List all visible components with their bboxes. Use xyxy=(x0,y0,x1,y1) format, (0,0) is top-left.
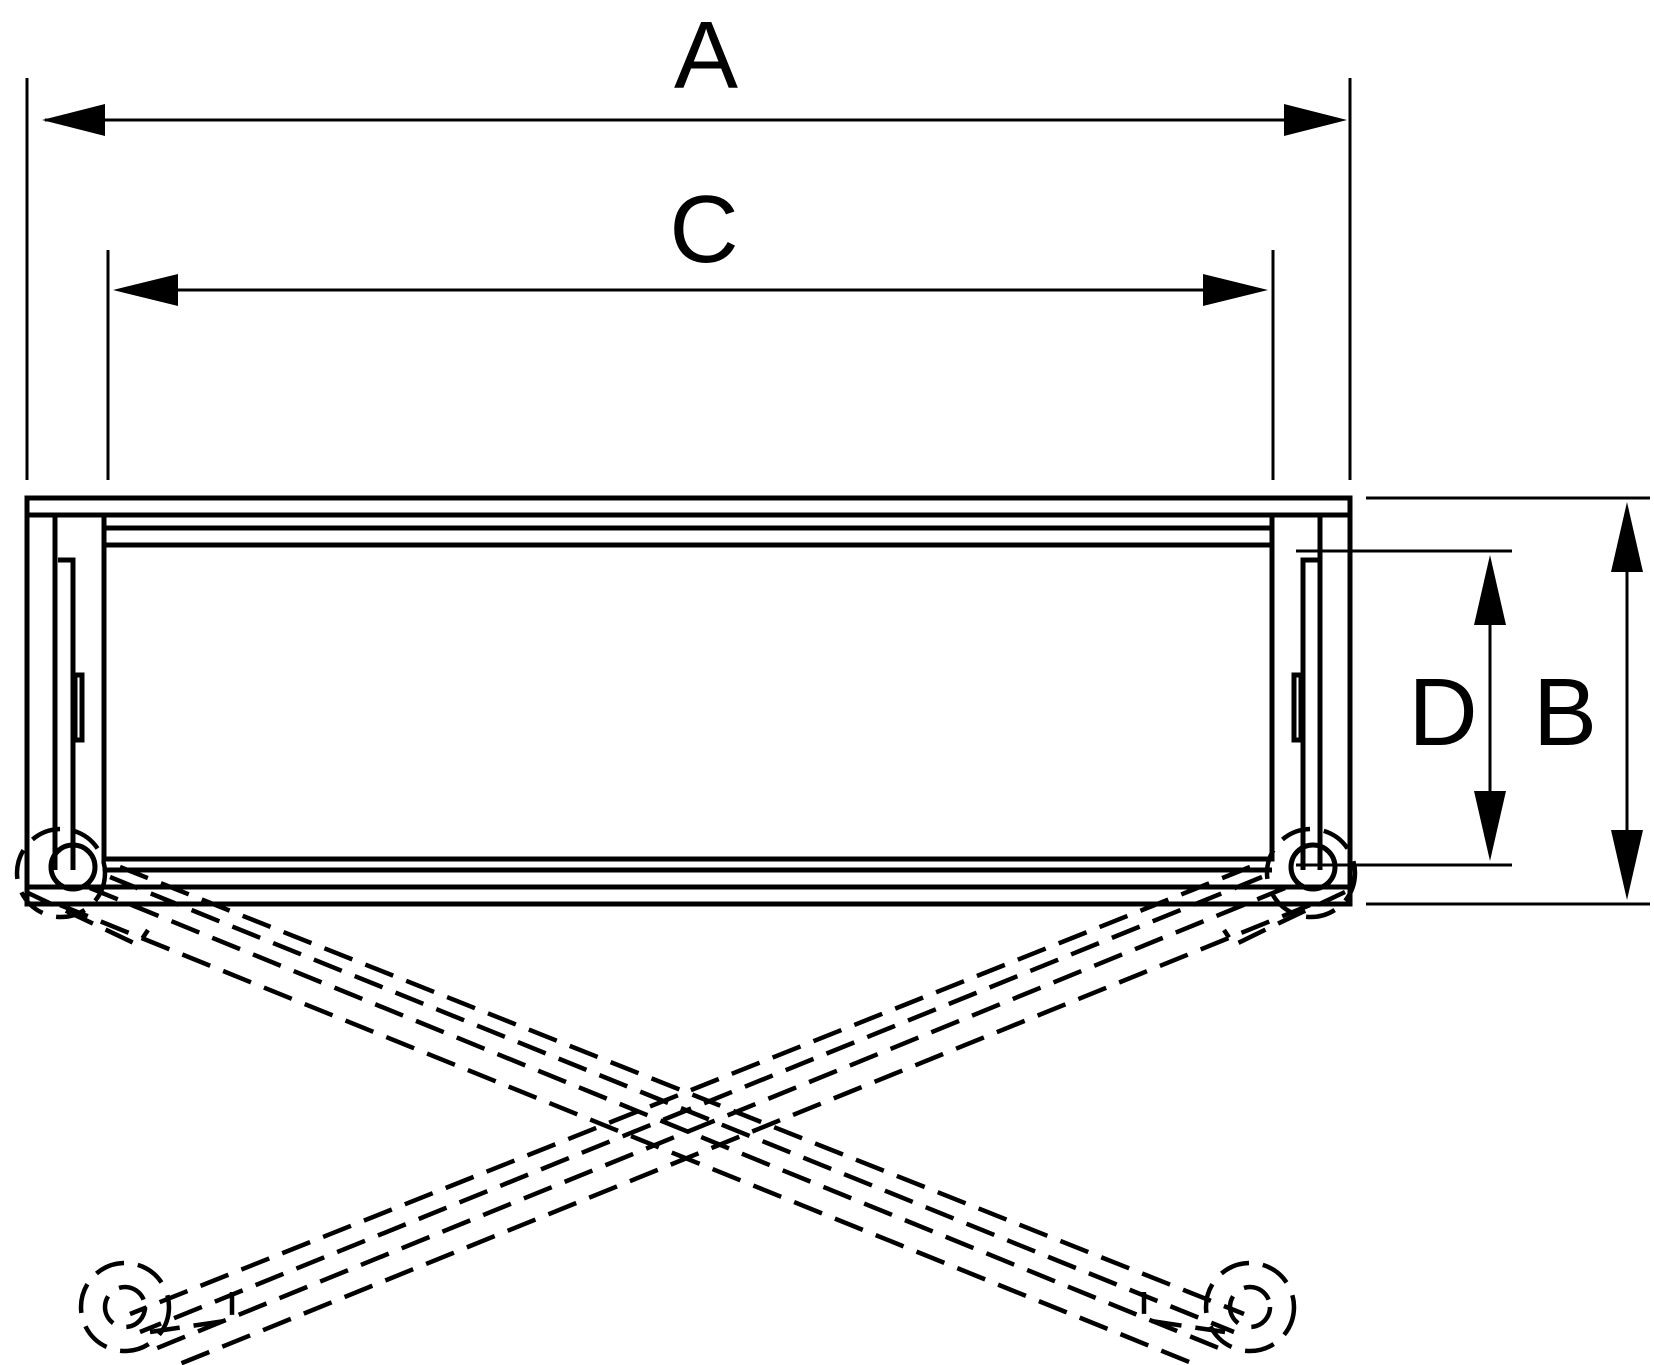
left-end-pivot xyxy=(78,1260,235,1354)
dimension-label-c: C xyxy=(669,176,738,283)
dimension-label-b: B xyxy=(1533,659,1597,766)
arrowhead-left xyxy=(42,104,105,136)
arrowhead-up xyxy=(1474,555,1506,625)
arrowhead-left xyxy=(113,274,178,306)
right-end-pivot xyxy=(1141,1260,1297,1354)
right-arm-open xyxy=(129,864,1346,1365)
right-pivot xyxy=(1288,842,1338,892)
arrowhead-down xyxy=(1611,830,1643,900)
left-pivot xyxy=(48,842,98,892)
right-hinge xyxy=(1288,557,1338,892)
dimension-a: A xyxy=(25,2,1352,480)
pivot-swing-circle-left xyxy=(14,826,108,920)
dimension-c: C xyxy=(106,176,1275,480)
dimension-b: B xyxy=(1366,496,1650,906)
left-arm-open xyxy=(25,864,1245,1365)
dimension-d: D xyxy=(1296,549,1512,867)
pivot-swing-circle-right xyxy=(1264,826,1358,920)
left-hinge xyxy=(48,557,98,892)
arrowhead-up xyxy=(1611,502,1643,572)
arrowhead-down xyxy=(1474,791,1506,861)
dimension-label-a: A xyxy=(674,2,738,109)
dimension-label-d: D xyxy=(1408,659,1477,766)
arrowhead-right xyxy=(1203,274,1268,306)
frame xyxy=(24,495,1353,907)
arrowhead-right xyxy=(1284,104,1347,136)
